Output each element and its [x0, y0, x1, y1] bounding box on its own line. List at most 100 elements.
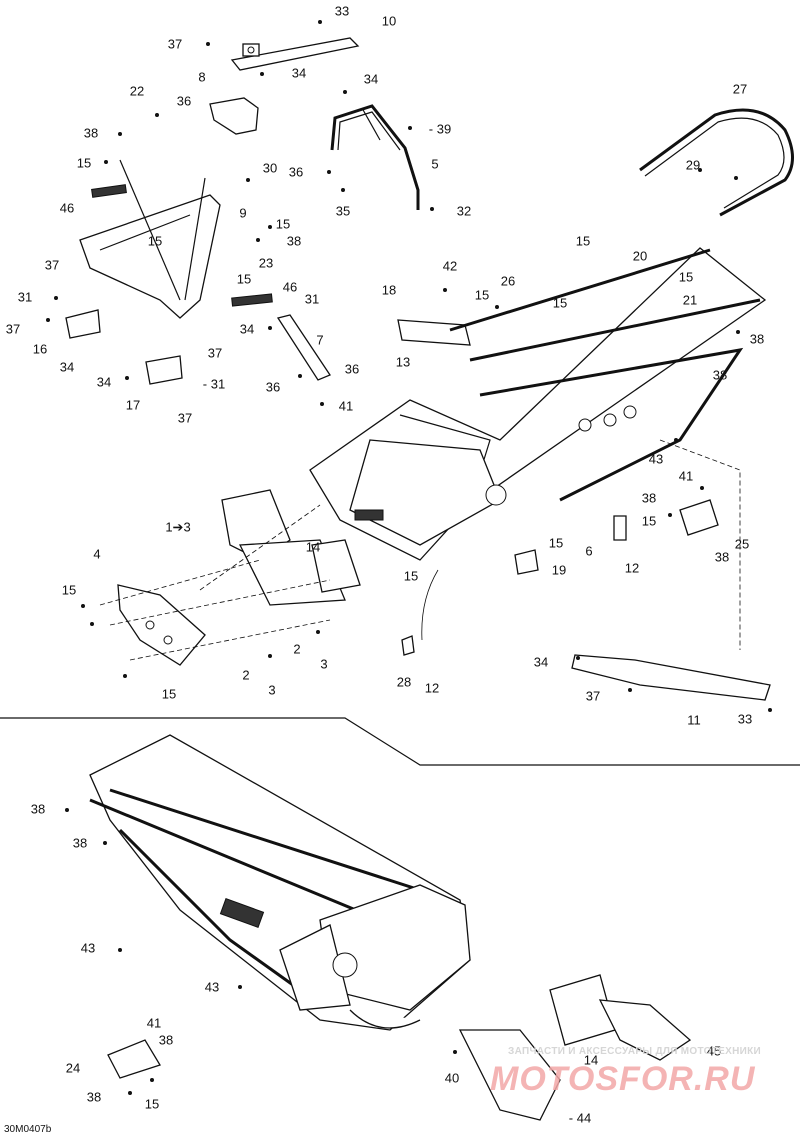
callout-label: 25 — [734, 536, 750, 552]
callout-label: 15 — [575, 233, 591, 249]
callout-label: 38 — [72, 835, 88, 851]
callout-label: 28 — [396, 674, 412, 690]
part-27-grab-handle — [639, 108, 794, 217]
part-17-bracket — [145, 355, 183, 385]
callout-label: 15 — [236, 271, 252, 287]
callout-label: - 44 — [568, 1110, 592, 1126]
callout-label: 29 — [685, 157, 701, 173]
callout-label: 41 — [338, 398, 354, 414]
callout-label: 24 — [65, 1060, 81, 1076]
part-44-plate — [458, 1029, 561, 1121]
part-28-clip — [401, 635, 415, 656]
callout-label: 15 — [161, 686, 177, 702]
callout-label: 10 — [381, 13, 397, 29]
callout-label: 4 — [93, 546, 101, 562]
callout-label: 36 — [176, 93, 192, 109]
part-46-decal-lower — [231, 293, 273, 307]
callout-label: 19 — [551, 562, 567, 578]
callout-label: 31 — [17, 289, 33, 305]
callout-label: - 31 — [202, 376, 226, 392]
part-9-frame — [79, 159, 221, 319]
part-14-bracket — [311, 539, 361, 593]
watermark-caption: ЗАПЧАСТИ И АКСЕССУАРЫ ДЛЯ МОТОТЕХНИКИ — [508, 1046, 761, 1057]
callout-label: 15 — [144, 1096, 160, 1112]
callout-label: 38 — [712, 367, 728, 383]
callout-label: 34 — [363, 71, 379, 87]
callout-label: 20 — [632, 248, 648, 264]
callout-label: 37 — [167, 36, 183, 52]
callout-label: 3 — [268, 682, 276, 698]
part-7-strut — [276, 314, 331, 381]
callout-label: 11 — [687, 712, 701, 728]
callout-label: 15 — [275, 216, 291, 232]
callout-label: 17 — [125, 397, 141, 413]
callout-label: 15 — [403, 568, 419, 584]
callout-label: 33 — [334, 3, 350, 19]
callout-label: 36 — [265, 379, 281, 395]
callout-label: 26 — [500, 273, 516, 289]
callout-label: 7 — [316, 332, 324, 348]
callout-label: 15 — [76, 155, 92, 171]
callout-label: 43 — [80, 940, 96, 956]
callout-label: 38 — [158, 1032, 174, 1048]
callout-label: 27 — [732, 81, 748, 97]
callout-label: 38 — [714, 549, 730, 565]
callout-label: 6 — [585, 543, 593, 559]
callout-label: 9 — [239, 205, 247, 221]
callout-label: 37 — [177, 410, 193, 426]
callout-label: 38 — [30, 801, 46, 817]
callout-label: 14 — [305, 539, 321, 555]
part-18-bracket — [397, 319, 471, 346]
callout-label: 30 — [262, 160, 278, 176]
part-16-bracket — [65, 309, 101, 339]
callout-label: 15 — [147, 233, 163, 249]
callout-label: 8 — [198, 69, 206, 85]
callout-label: 38 — [749, 331, 765, 347]
part-8-bracket — [209, 97, 259, 135]
callout-label: 43 — [204, 979, 220, 995]
callout-label: 33 — [737, 711, 753, 727]
part-45-plate — [598, 999, 692, 1061]
watermark-logo: MOTOSFOR.RU — [490, 1060, 756, 1098]
main-tunnel-upper — [309, 247, 767, 561]
callout-label: 14 — [583, 1052, 599, 1068]
part-24-bracket — [107, 1039, 161, 1079]
callout-label: 15 — [678, 269, 694, 285]
callout-label: 21 — [682, 292, 698, 308]
drawing-id: 30M0407b — [4, 1124, 52, 1135]
callout-label: 38 — [86, 1089, 102, 1105]
callout-label: 15 — [61, 582, 77, 598]
callout-label: 45 — [706, 1043, 722, 1059]
callout-label: 13 — [395, 354, 411, 370]
part-4-plate — [117, 584, 206, 666]
part-11-bar — [571, 654, 771, 701]
callout-label: 46 — [282, 279, 298, 295]
callout-label: 34 — [239, 321, 255, 337]
callout-label: 16 — [32, 341, 48, 357]
fastener-dots — [46, 20, 772, 1095]
callout-label: 32 — [456, 203, 472, 219]
callout-label: 37 — [207, 345, 223, 361]
callout-label: 34 — [96, 374, 112, 390]
part-46-decal-upper — [91, 184, 127, 198]
callout-label: 36 — [288, 164, 304, 180]
callout-label: 22 — [129, 83, 145, 99]
callout-label: 1➔3 — [165, 519, 191, 535]
part-19-bracket — [514, 549, 539, 575]
callout-label: 3 — [320, 656, 328, 672]
callout-label: 2 — [293, 641, 301, 657]
callout-label: 38 — [641, 490, 657, 506]
callout-label: 37 — [5, 321, 21, 337]
callout-label: 15 — [548, 535, 564, 551]
callout-label: 15 — [552, 295, 568, 311]
part-6-bracket — [613, 515, 627, 541]
callout-label: 5 — [431, 156, 439, 172]
callout-label: 2 — [242, 667, 250, 683]
callout-label: 15 — [474, 287, 490, 303]
part-10-bar — [230, 37, 360, 71]
callout-label: 42 — [442, 258, 458, 274]
section-divider — [0, 717, 800, 766]
callout-label: 38 — [83, 125, 99, 141]
callout-label: 12 — [624, 560, 640, 576]
callout-label: 34 — [291, 65, 307, 81]
